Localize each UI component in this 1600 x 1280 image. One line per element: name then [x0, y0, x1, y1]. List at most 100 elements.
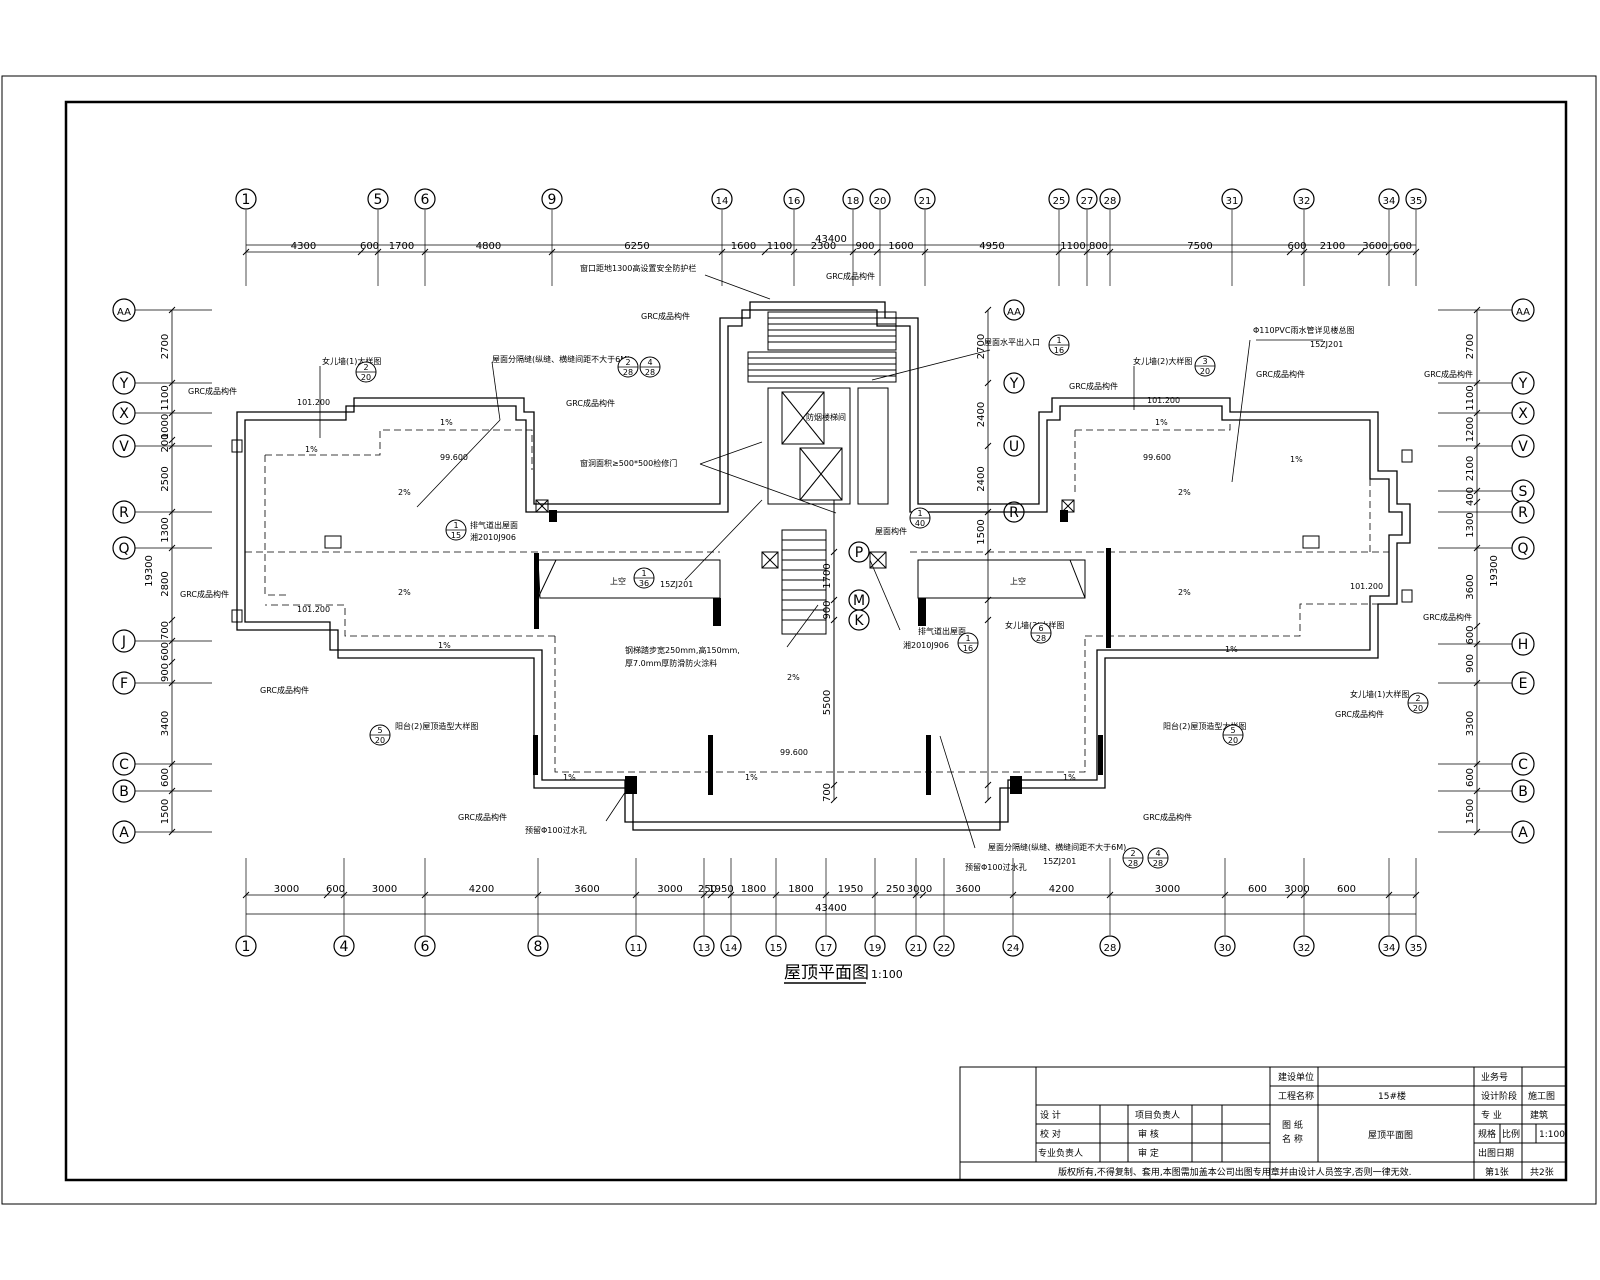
axis-label: 24 — [1007, 943, 1020, 954]
axis-label: Y — [1518, 376, 1528, 392]
dim-tick — [1473, 487, 1481, 495]
dim-tick — [168, 679, 176, 687]
tb-date-label: 出图日期 — [1478, 1147, 1514, 1159]
dim-label: 1800 — [788, 884, 813, 895]
axis-label: AA — [1516, 307, 1530, 318]
title-block-text: 建设单位 工程名称 15#楼 图 纸 名 称 屋顶平面图 业务号 设计阶段 施工… — [1038, 1071, 1565, 1178]
tb-drawing-name: 屋顶平面图 — [1368, 1130, 1413, 1141]
dim-tick — [1412, 248, 1420, 256]
axis-label: AA — [1007, 307, 1021, 318]
dim-tick — [772, 891, 780, 899]
grc-label: GRC成品构件 — [1143, 812, 1192, 822]
water-note: 屋面水平出入口 — [984, 337, 1040, 347]
slope-label: 2% — [787, 673, 800, 682]
dim-tick — [700, 891, 708, 899]
dim-tick — [984, 616, 992, 624]
axis-label: 34 — [1383, 943, 1396, 954]
dim-label: 1000 — [160, 414, 171, 439]
dim-tick — [1473, 306, 1481, 314]
dim-label: 2400 — [976, 402, 987, 427]
tb-approve: 审 定 — [1138, 1147, 1159, 1159]
tb-discipline-lead: 专业负责人 — [1038, 1147, 1083, 1159]
dim-tick — [822, 891, 830, 899]
axis-label: 32 — [1298, 196, 1311, 207]
dim-label: 3000 — [372, 884, 397, 895]
axis-bubble — [1511, 779, 1535, 803]
axis-bubble — [1378, 188, 1400, 210]
dim-label: 2800 — [160, 571, 171, 596]
grc-label: GRC成品构件 — [260, 685, 309, 695]
dim-tick — [168, 544, 176, 552]
axis-label: 17 — [820, 943, 833, 954]
axis-label: P — [855, 545, 863, 561]
dim-label: 1500 — [976, 519, 987, 544]
axis-bubble — [720, 935, 742, 957]
dim-tick — [632, 891, 640, 899]
dim-label: 1600 — [888, 241, 913, 252]
axis-label: 14 — [725, 943, 738, 954]
axis-label: X — [1518, 406, 1528, 422]
dim-tick — [1055, 248, 1063, 256]
axis-bubble — [112, 671, 136, 695]
dim-tick — [168, 658, 176, 666]
inner-frame — [64, 100, 1568, 1182]
axis-label: Y — [119, 376, 129, 392]
detail-number: 2 — [363, 363, 368, 372]
dim-tick — [871, 891, 879, 899]
exhaust-note: 排气道出屋面 — [470, 520, 518, 530]
tb-discipline: 建筑 — [1530, 1109, 1548, 1121]
grc-label: GRC成品构件 — [1335, 709, 1384, 719]
axis-label: 11 — [630, 943, 643, 954]
dim-tick — [374, 248, 382, 256]
grc-label: GRC成品构件 — [1256, 369, 1305, 379]
dim-tick — [1473, 379, 1481, 387]
dim-tick — [1286, 248, 1294, 256]
grc-label: GRC成品构件 — [826, 271, 875, 281]
axis-bubble — [815, 935, 837, 957]
elev-left-low: 99.600 — [440, 453, 468, 462]
axis-label: J — [121, 634, 126, 650]
axis-label: 32 — [1298, 943, 1311, 954]
dim-tick — [984, 306, 992, 314]
drain-note: 预留Φ100过水孔 — [965, 862, 1027, 872]
grc-label: GRC成品构件 — [458, 812, 507, 822]
dim-label: 600 — [1248, 884, 1267, 895]
detail-number: 3 — [1202, 357, 1207, 366]
axis-bubble — [1378, 935, 1400, 957]
dim-tick — [1473, 442, 1481, 450]
axis-label: Y — [1009, 376, 1019, 392]
dim-label: 600 — [1465, 625, 1476, 644]
axis-bubble — [112, 401, 136, 425]
axis-label: R — [119, 505, 129, 521]
dim-label: 2400 — [976, 466, 987, 491]
void-label-left: 上空 — [610, 576, 626, 586]
slope-label: 2% — [398, 488, 411, 497]
axis-bubble — [1511, 434, 1535, 458]
dim-label: 600 — [1393, 241, 1412, 252]
dim-tick — [921, 248, 929, 256]
axis-label: 6 — [421, 939, 430, 955]
drawing-title: 屋顶平面图 — [784, 963, 869, 983]
dim-tick — [168, 379, 176, 387]
grc-label: GRC成品构件 — [566, 398, 615, 408]
axis-label: 35 — [1410, 196, 1423, 207]
dim-label: 4300 — [291, 241, 316, 252]
dim-label: 1500 — [160, 799, 171, 824]
axis-label: 4 — [340, 939, 349, 955]
drainage-lines — [245, 420, 1389, 773]
annotations: 101.200 99.600 101.200 99.600 101.200 10… — [180, 263, 1473, 872]
tb-copyright: 版权所有,不得复制、套用,本图需加盖本公司出图专用章并由设计人员签字,否则一律无… — [1058, 1166, 1411, 1178]
dim-tick — [1473, 760, 1481, 768]
axis-bubble — [1002, 935, 1024, 957]
axis-bubble — [235, 188, 257, 210]
dim-label: 7500 — [1187, 241, 1212, 252]
dim-tick — [1385, 891, 1393, 899]
grc-label: GRC成品构件 — [1423, 612, 1472, 622]
dim-tick — [168, 637, 176, 645]
exhaust-ref: 湘2010J906 — [903, 640, 949, 650]
tb-project-lead: 项目负责人 — [1135, 1109, 1180, 1121]
detail-sheet: 20 — [375, 736, 385, 745]
axis-bubble — [367, 188, 389, 210]
dim-label: 2700 — [976, 334, 987, 359]
